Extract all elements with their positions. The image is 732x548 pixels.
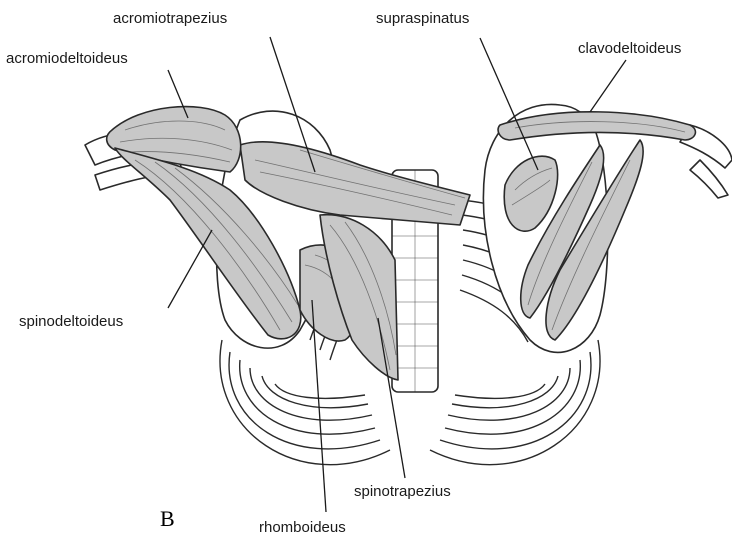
label-spinodeltoideus: spinodeltoideus — [19, 313, 123, 331]
label-supraspinatus: supraspinatus — [376, 10, 469, 28]
label-acromiotrapezius: acromiotrapezius — [113, 10, 227, 28]
label-rhomboideus: rhomboideus — [259, 519, 346, 537]
panel-letter: B — [160, 506, 175, 532]
leader-clavodeltoideus — [590, 60, 626, 112]
label-spinotrapezius: spinotrapezius — [354, 483, 451, 501]
label-acromiodeltoideus: acromiodeltoideus — [6, 50, 128, 68]
label-clavodeltoideus: clavodeltoideus — [578, 40, 681, 58]
acromiodeltoideus-muscle — [107, 107, 241, 172]
leader-spinodeltoideus — [168, 230, 212, 308]
